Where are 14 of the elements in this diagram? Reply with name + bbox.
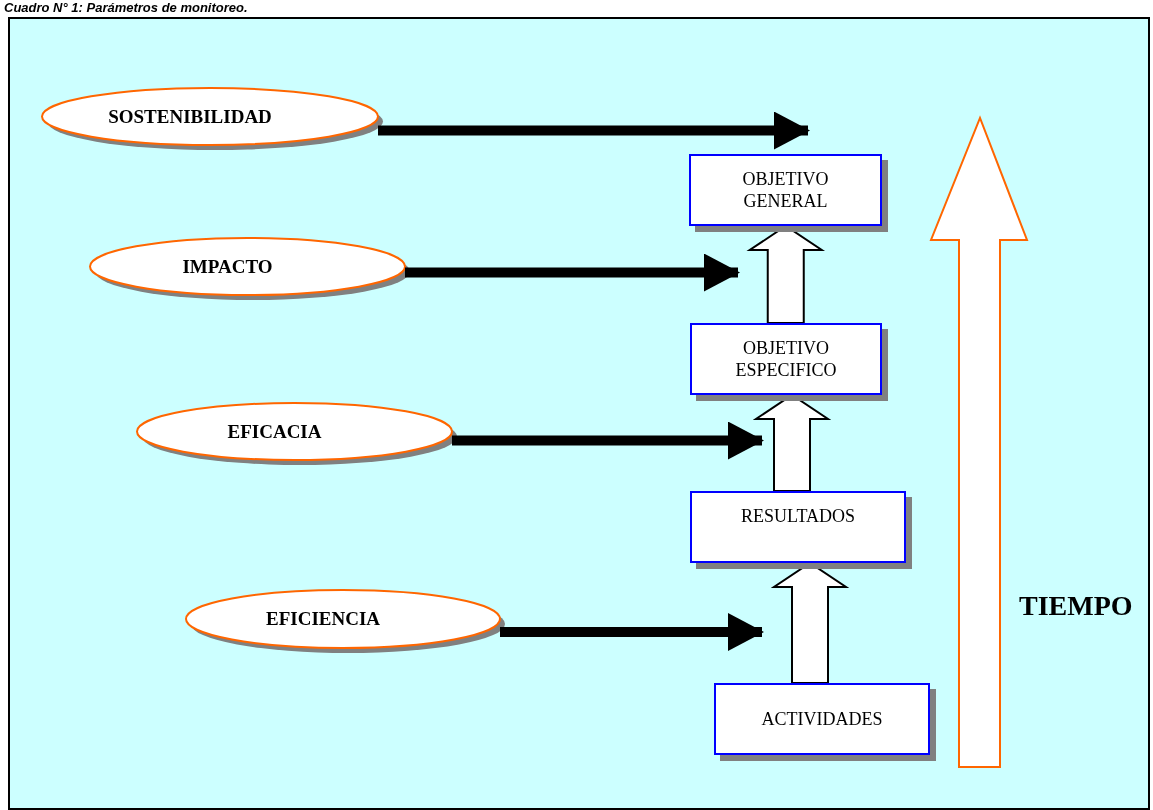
ellipse-label: EFICACIA [227, 420, 322, 443]
box-label: OBJETIVO GENERAL [741, 167, 830, 213]
arrow [378, 111, 810, 150]
ellipse-label: EFICIENCIA [266, 608, 380, 630]
ellipse-label: IMPACTO [182, 255, 273, 278]
arrow [452, 421, 764, 460]
axis-label: TIEMPO [1019, 590, 1133, 622]
figure-title: Cuadro N° 1: Parámetros de monitoreo. [4, 0, 248, 15]
arrow [500, 613, 764, 651]
ellipse-label: SOSTENIBILIDAD [108, 105, 272, 128]
box-label: RESULTADOS [740, 505, 856, 528]
arrow [405, 253, 740, 292]
box-label: OBJETIVO ESPECIFICO [734, 336, 838, 382]
box-label: ACTIVIDADES [760, 707, 884, 731]
